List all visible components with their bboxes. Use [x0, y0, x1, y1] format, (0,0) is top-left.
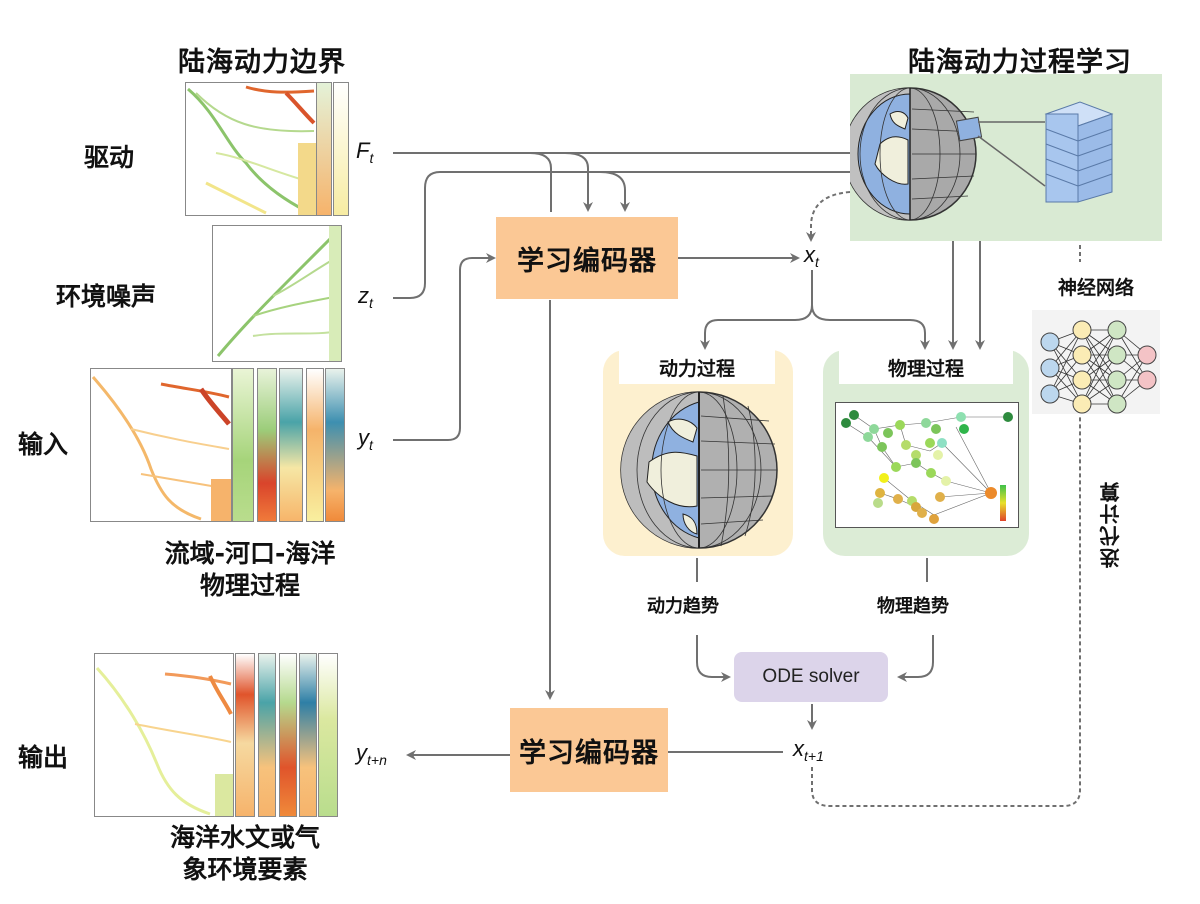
var-y-out: yt+n	[356, 740, 387, 768]
river-network-image	[187, 85, 316, 215]
wire-dynamic-trend-to-ode	[696, 635, 731, 682]
wire-z-branch	[599, 171, 630, 212]
dynamic-process-panel: 动力过程	[603, 350, 793, 556]
globe-illustration	[620, 391, 778, 549]
output-map-layer	[279, 653, 297, 817]
output-label: 输出	[18, 743, 69, 772]
noise-label: 环境噪声	[56, 282, 157, 311]
earth-grid-cube-illustration	[843, 87, 1114, 221]
boundary-title: 陆海动力边界	[178, 47, 346, 78]
encoder-top[interactable]: 学习编码器	[496, 217, 678, 299]
encoder-bottom-label: 学习编码器	[519, 737, 659, 769]
boundary-map	[185, 82, 317, 216]
causal-graph-image	[841, 410, 1013, 524]
output-caption-line1: 海洋水文或气	[169, 823, 320, 852]
var-z: zt	[358, 283, 373, 311]
input-map-layer	[279, 368, 303, 522]
input-map-layer	[306, 368, 324, 522]
river-network-image	[91, 376, 231, 521]
output-map-layer	[318, 653, 338, 817]
input-caption-line2: 物理过程	[199, 571, 300, 600]
var-F: Ft	[356, 138, 374, 166]
output-caption: 海洋水文或气 象环境要素	[125, 822, 365, 886]
encoder-top-label: 学习编码器	[517, 245, 657, 277]
ode-solver-label: ODE solver	[762, 666, 860, 687]
input-label: 输入	[18, 430, 69, 459]
color-scale-bar	[1000, 485, 1006, 521]
physical-process-panel: 物理过程	[823, 350, 1029, 556]
var-x: xt	[804, 242, 819, 270]
wire-y-to-encoder	[393, 253, 496, 441]
data-cube-icon	[1044, 101, 1114, 203]
output-map-layer	[258, 653, 276, 817]
output-map-layer	[235, 653, 255, 817]
wire-dashed-learning-to-x	[806, 191, 851, 242]
encoder-bottom[interactable]: 学习编码器	[510, 708, 668, 792]
output-map	[94, 653, 234, 817]
input-map	[90, 368, 232, 522]
input-caption-line1: 流域-河口-海洋	[164, 539, 336, 568]
wire-physical-trend-to-ode	[897, 635, 934, 682]
river-network-image	[95, 666, 233, 816]
neural-net-panel: 神经网络	[1032, 262, 1160, 414]
neural-net-title: 神经网络	[1032, 262, 1160, 310]
var-x-next: xt+1	[793, 736, 824, 764]
input-map-layer	[232, 368, 254, 522]
boundary-map-layer	[333, 82, 349, 216]
causal-graph	[835, 402, 1019, 528]
river-network-image	[216, 226, 341, 361]
learning-panel	[843, 74, 1162, 241]
neural-network-icon	[1040, 320, 1157, 414]
wire-x-split-left	[700, 270, 813, 350]
globe-icon	[620, 391, 778, 549]
output-caption-line2: 象环境要素	[182, 855, 308, 884]
noise-map	[212, 225, 342, 362]
output-map-layer	[299, 653, 317, 817]
physical-trend-label: 物理趋势	[877, 596, 949, 617]
iteration-label: 迭代计算	[1099, 480, 1123, 568]
wire-x-split-right	[811, 304, 930, 350]
globe-icon	[843, 87, 983, 221]
input-map-layer	[257, 368, 277, 522]
var-y: yt	[358, 425, 373, 453]
input-caption: 流域-河口-海洋 物理过程	[130, 538, 370, 602]
physical-process-title: 物理过程	[839, 350, 1013, 384]
drive-label: 驱动	[84, 143, 135, 172]
wire-F-branch-1	[529, 152, 552, 212]
dynamic-trend-label: 动力趋势	[647, 596, 719, 617]
input-map-layer	[325, 368, 345, 522]
boundary-map-layer	[316, 82, 332, 216]
ode-solver-box[interactable]: ODE solver	[734, 652, 888, 702]
wire-F-branch-2	[564, 152, 593, 212]
dynamic-process-title: 动力过程	[619, 350, 775, 384]
learning-title: 陆海动力过程学习	[908, 47, 1132, 78]
